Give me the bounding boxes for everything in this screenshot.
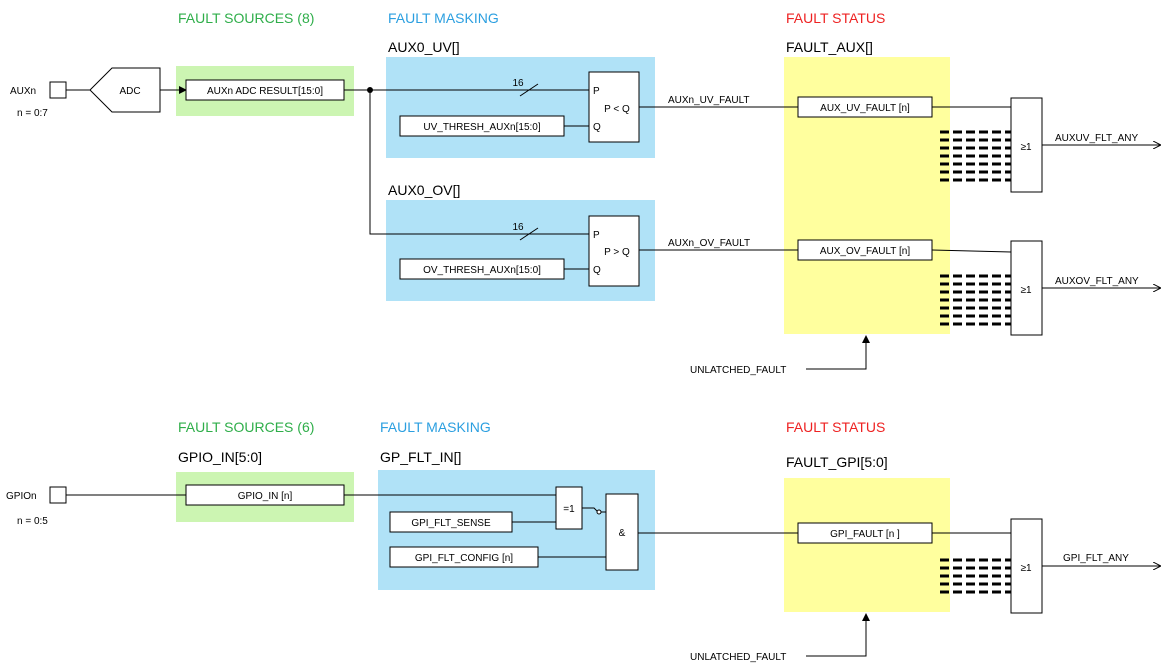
- gpio-status-area: [784, 478, 950, 612]
- xor-symbol: =1: [563, 504, 575, 515]
- aux-input-pin: [49, 81, 67, 99]
- aux-masking-header: FAULT MASKING: [388, 10, 499, 26]
- bus-width-slash-ov: [519, 227, 539, 241]
- uv-comp-q: Q: [593, 122, 601, 133]
- aux-status-header: FAULT STATUS: [786, 10, 885, 26]
- ov-fault-signal: AUXn_OV_FAULT: [668, 238, 750, 249]
- gpio-sources-header: FAULT SOURCES (6): [178, 419, 314, 435]
- aux-sources-header: FAULT SOURCES (8): [178, 10, 314, 26]
- gpi-other-channel-lines: [940, 558, 1011, 594]
- gpio-section: FAULT SOURCES (6) FAULT MASKING FAULT ST…: [6, 419, 1160, 663]
- gpio-unlatched-label: UNLATCHED_FAULT: [690, 652, 786, 663]
- gpio-unlatched-arrow: [806, 613, 870, 657]
- gpi-any-output: GPI_FLT_ANY: [1063, 553, 1129, 564]
- aux-input-range: n = 0:7: [17, 108, 48, 119]
- bus-width-slash-uv: [519, 83, 539, 97]
- ov-comp-p: P: [593, 230, 600, 241]
- uv-fault-signal: AUXn_UV_FAULT: [668, 95, 750, 106]
- ov-other-channel-lines: [940, 274, 1011, 326]
- ov-threshold-label: OV_THRESH_AUXn[15:0]: [423, 265, 541, 276]
- uv-comparator: [588, 71, 640, 143]
- aux-status-register-name: FAULT_AUX[]: [786, 39, 873, 55]
- uv-any-output: AUXUV_FLT_ANY: [1055, 133, 1139, 144]
- gpio-input-range: n = 0:5: [17, 516, 48, 527]
- ov-comp-op: P > Q: [604, 247, 630, 258]
- gpio-status-header: FAULT STATUS: [786, 419, 885, 435]
- xor-to-and-wire: [582, 507, 606, 513]
- aux-ov-fault-label: AUX_OV_FAULT [n]: [820, 246, 910, 257]
- aux-unlatched-label: UNLATCHED_FAULT: [690, 365, 786, 376]
- gpio-mask-register-name: GP_FLT_IN[]: [380, 449, 461, 465]
- xor-gate: [555, 486, 583, 530]
- uv-comp-p: P: [593, 86, 600, 97]
- gpio-input-pin: [49, 486, 67, 504]
- aux-input-label: AUXn: [10, 86, 36, 97]
- aux-section: FAULT SOURCES (8) FAULT MASKING FAULT ST…: [10, 10, 1160, 376]
- gpi-sense-label: GPI_FLT_SENSE: [411, 518, 491, 529]
- uv-other-channel-lines: [940, 130, 1011, 182]
- ov-or-symbol: ≥1: [1020, 285, 1031, 296]
- bus-width-ov: 16: [512, 222, 524, 233]
- aux-ov-register-name: AUX0_OV[]: [388, 182, 460, 198]
- and-gate: [605, 493, 639, 571]
- ov-comparator: [588, 215, 640, 287]
- uv-comp-op: P < Q: [604, 104, 630, 115]
- gpio-source-register-name: GPIO_IN[5:0]: [178, 449, 262, 465]
- uv-threshold-label: UV_THRESH_AUXn[15:0]: [423, 122, 540, 133]
- gpi-fault-label: GPI_FAULT [n ]: [830, 529, 900, 540]
- ov-comp-q: Q: [593, 265, 601, 276]
- gpio-masking-header: FAULT MASKING: [380, 419, 491, 435]
- gpi-config-label: GPI_FLT_CONFIG [n]: [415, 553, 513, 564]
- aux-uv-register-name: AUX0_UV[]: [388, 39, 460, 55]
- gpio-status-register-name: FAULT_GPI[5:0]: [786, 454, 888, 470]
- and-symbol: &: [619, 528, 626, 539]
- adc-label: ADC: [119, 86, 140, 97]
- gpio-input-label: GPIOn: [6, 491, 37, 502]
- gpi-or-gate: [1010, 518, 1043, 614]
- uv-or-symbol: ≥1: [1020, 142, 1031, 153]
- gpi-or-symbol: ≥1: [1020, 563, 1031, 574]
- bus-width-uv: 16: [512, 78, 524, 89]
- ov-or-gate: [1010, 240, 1043, 336]
- ov-to-or-wire: [931, 249, 1012, 253]
- aux-unlatched-arrow: [806, 335, 870, 370]
- xor-invert-bubble: [596, 509, 602, 515]
- adc-result-label: AUXn ADC RESULT[15:0]: [207, 86, 323, 97]
- gpio-in-label: GPIO_IN [n]: [238, 491, 293, 502]
- ov-any-output: AUXOV_FLT_ANY: [1055, 276, 1139, 287]
- aux-uv-fault-label: AUX_UV_FAULT [n]: [820, 103, 910, 114]
- adc-bus-ov: [369, 90, 589, 235]
